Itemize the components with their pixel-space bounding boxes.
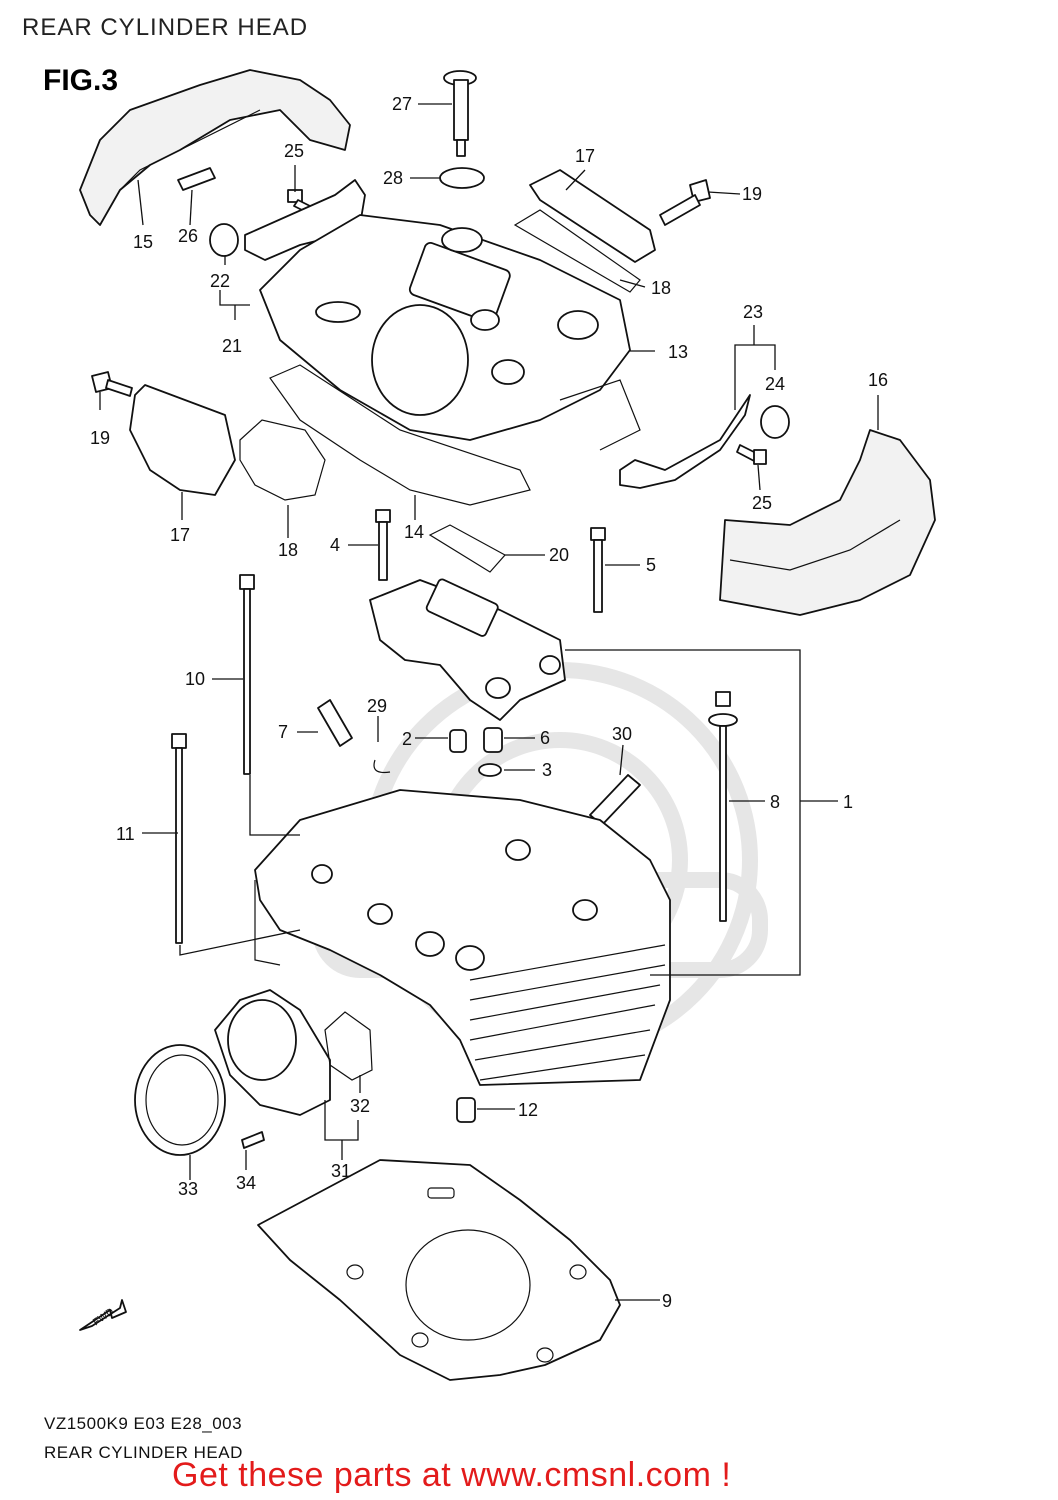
callout-12: 12	[518, 1100, 538, 1120]
callout-13: 13	[668, 342, 688, 362]
part-26-block	[177, 167, 216, 191]
figure-label: FIG.3	[43, 64, 119, 97]
fwd-arrow-icon: FWD	[79, 1299, 127, 1331]
callout-18-top: 18	[651, 278, 671, 298]
callout-28: 28	[383, 168, 403, 188]
part-18-side-oring	[239, 419, 326, 501]
callout-34: 34	[236, 1173, 256, 1193]
part-19-bolt-right	[659, 179, 711, 226]
callout-8: 8	[770, 792, 780, 812]
callout-22: 22	[210, 271, 230, 291]
part-14-cover-gasket	[269, 364, 531, 506]
part-3-oring	[478, 763, 502, 777]
part-2-dowel	[449, 729, 467, 753]
part-24-grommet	[760, 405, 790, 439]
promo-link[interactable]: Get these parts at www.cmsnl.com !	[172, 1456, 732, 1494]
part-34-screw	[241, 1131, 265, 1149]
part-left-cover	[79, 69, 351, 226]
part-23-bracket	[619, 394, 751, 489]
part-18-top-oring	[513, 209, 641, 293]
callout-29: 29	[367, 696, 387, 716]
part-17-top-plate	[529, 169, 656, 263]
part-29-clip	[373, 759, 391, 774]
callout-19-right: 19	[742, 184, 762, 204]
part-11-stud	[171, 733, 187, 944]
part-4-bolt	[375, 509, 391, 581]
part-6-dowel	[483, 727, 503, 753]
part-7-tensioner	[317, 699, 353, 747]
footer-caption: REAR CYLINDER HEAD	[44, 1443, 243, 1462]
part-33-clamp	[134, 1044, 226, 1156]
part-12-dowel	[456, 1097, 476, 1123]
callout-14: 14	[404, 522, 424, 542]
callout-1: 1	[843, 792, 853, 812]
callout-23: 23	[743, 302, 763, 322]
part-32-oring	[324, 1011, 373, 1081]
callout-9: 9	[662, 1291, 672, 1311]
part-30-spark-plug	[589, 774, 641, 826]
callout-16: 16	[868, 370, 888, 390]
part-17-side-cover	[129, 384, 236, 496]
fwd-arrow-label: FWD	[91, 1306, 116, 1328]
callout-20: 20	[549, 545, 569, 565]
part-8-stud	[708, 691, 738, 922]
page-title: REAR CYLINDER HEAD	[22, 14, 309, 41]
part-28-washer	[439, 167, 485, 189]
callout-17-side: 17	[170, 525, 190, 545]
callout-7: 7	[278, 722, 288, 742]
callout-4: 4	[330, 535, 340, 555]
part-10-stud	[239, 574, 255, 775]
callout-6: 6	[540, 728, 550, 748]
part-25-bolt-right	[736, 444, 767, 465]
callout-15: 15	[133, 232, 153, 252]
callout-18-side: 18	[278, 540, 298, 560]
callout-11: 11	[116, 824, 135, 844]
callout-19-left: 19	[90, 428, 110, 448]
callout-3: 3	[542, 760, 552, 780]
leader-lines	[99, 103, 879, 1301]
callout-32: 32	[350, 1096, 370, 1116]
callout-31: 31	[331, 1161, 351, 1181]
callout-25-right: 25	[752, 493, 772, 513]
callout-27: 27	[392, 94, 412, 114]
callout-33: 33	[178, 1179, 198, 1199]
part-16-right-cover	[719, 429, 936, 616]
callout-17-top: 17	[575, 146, 595, 166]
callout-30: 30	[612, 724, 632, 744]
part-22-grommet	[209, 223, 239, 257]
callout-24: 24	[765, 374, 785, 394]
part-19-bolt-left	[91, 371, 133, 397]
callout-5: 5	[646, 555, 656, 575]
part-20-gasket	[428, 524, 506, 573]
part-9-head-gasket	[257, 1159, 621, 1381]
part-1-cylinder-head	[254, 789, 671, 1086]
callout-25-top: 25	[284, 141, 304, 161]
callout-26: 26	[178, 226, 198, 246]
callout-10: 10	[185, 669, 205, 689]
model-code: VZ1500K9 E03 E28_003	[44, 1414, 243, 1433]
part-27-bolt	[443, 70, 477, 157]
callout-2: 2	[402, 729, 412, 749]
part-5-bolt	[590, 527, 606, 613]
callout-labels: 1 2 3 4 5 6 7 8 9 10 11 12 13 14 15 16 1…	[90, 94, 888, 1311]
callout-21: 21	[222, 336, 242, 356]
